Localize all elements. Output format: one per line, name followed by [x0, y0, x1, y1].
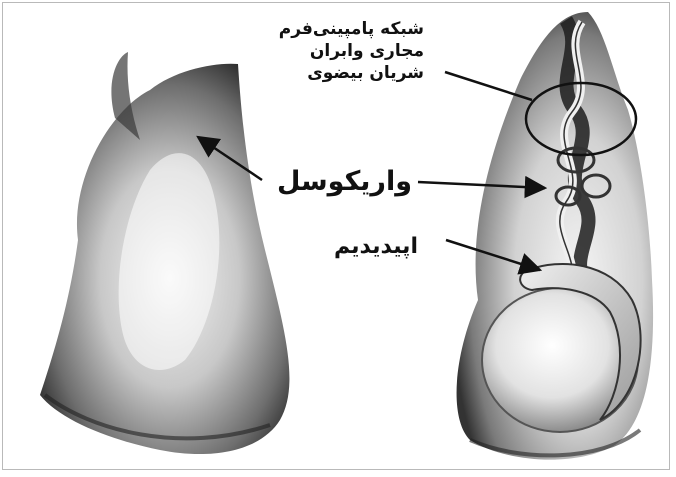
varicocele-label: واریکوسل	[277, 168, 412, 195]
left-scrotum-drawing	[40, 52, 289, 454]
right-dissection-drawing	[457, 12, 654, 460]
pampiniform-plexus-label: شبکه پامپینی‌فرم مجاری وابران شریان بیضو…	[279, 18, 424, 84]
pampiniform-line-1: شبکه پامپینی‌فرم	[279, 18, 424, 40]
pampiniform-line-3: شریان بیضوی	[279, 62, 424, 84]
pampiniform-line-2: مجاری وابران	[279, 40, 424, 62]
epididymis-label: اپیدیدیم	[334, 236, 418, 258]
